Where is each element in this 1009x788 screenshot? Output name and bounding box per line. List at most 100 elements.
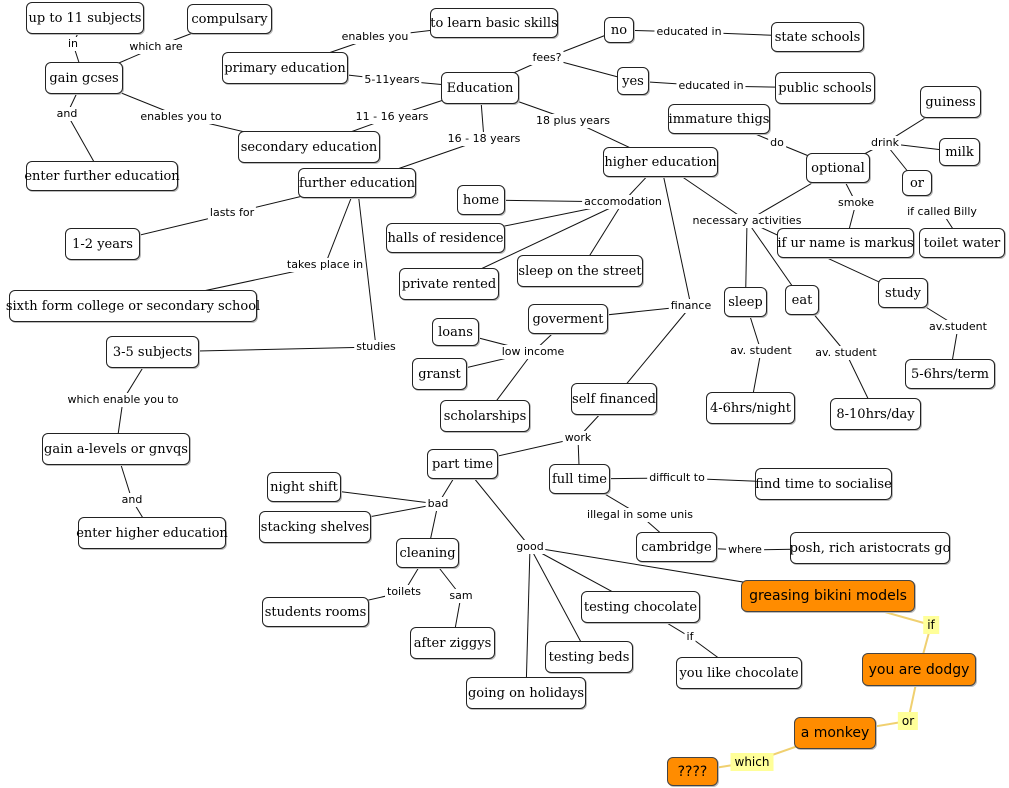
- concept-node-goverment[interactable]: goverment: [528, 304, 608, 334]
- concept-node-four-six[interactable]: 4-6hrs/night: [706, 392, 795, 424]
- link-label-lasts-for: lasts for: [207, 206, 257, 220]
- link-label-fees: fees?: [530, 51, 564, 65]
- concept-node-home[interactable]: home: [457, 185, 505, 215]
- concept-node-gain-gcses[interactable]: gain gcses: [45, 62, 123, 94]
- concept-node-no[interactable]: no: [604, 17, 634, 43]
- concept-node-halls[interactable]: halls of residence: [386, 223, 505, 253]
- concept-node-toilet-water[interactable]: toilet water: [919, 228, 1005, 258]
- concept-node-learn-basic[interactable]: to learn basic skills: [430, 8, 558, 38]
- concept-node-milk[interactable]: milk: [939, 138, 980, 166]
- concept-node-scholarships[interactable]: scholarships: [440, 400, 530, 432]
- concept-node-or-node[interactable]: or: [902, 170, 932, 196]
- concept-node-five-six[interactable]: 5-6hrs/term: [905, 359, 995, 389]
- concept-node-monkey[interactable]: a monkey: [794, 717, 876, 749]
- link-label-good: good: [514, 540, 546, 554]
- concept-node-enter-higher[interactable]: enter higher education: [76, 517, 228, 549]
- concept-node-one-two-years[interactable]: 1-2 years: [65, 228, 140, 260]
- concept-node-testing-beds[interactable]: testing beds: [545, 641, 633, 673]
- link-label-toilets: toilets: [385, 585, 423, 599]
- concept-node-education[interactable]: Education: [441, 72, 519, 104]
- concept-node-find-time[interactable]: find time to socialise: [755, 468, 892, 500]
- link-label-five-eleven: 5-11years: [362, 73, 422, 87]
- concept-node-higher[interactable]: higher education: [603, 147, 718, 177]
- link-label-takes-place: takes place in: [284, 258, 366, 272]
- link-label-finance: finance: [668, 299, 714, 313]
- link-label-which-enable: which enable you to: [65, 393, 181, 407]
- concept-node-state-schools[interactable]: state schools: [771, 22, 864, 52]
- concept-node-part-time[interactable]: part time: [427, 449, 498, 479]
- concept-node-cambridge[interactable]: cambridge: [636, 532, 717, 562]
- concept-node-students-rooms[interactable]: students rooms: [262, 597, 369, 627]
- concept-node-enter-further[interactable]: enter further education: [24, 161, 180, 191]
- link-label-studies: studies: [354, 340, 398, 354]
- link-label-necessary: necessary activities: [690, 214, 804, 228]
- concept-node-study[interactable]: study: [878, 278, 928, 308]
- concept-node-stacking[interactable]: stacking shelves: [259, 511, 371, 543]
- link-label-eighteen-plus: 18 plus years: [533, 114, 613, 128]
- link-label-where: where: [726, 543, 764, 557]
- link-label-in: in: [65, 37, 81, 51]
- link-label-or-label: or: [897, 712, 919, 730]
- concept-node-secondary[interactable]: secondary education: [238, 131, 380, 163]
- link-label-educated-in-1: educated in: [654, 25, 724, 39]
- concept-node-compulsary[interactable]: compulsary: [187, 4, 272, 34]
- concept-node-granst[interactable]: granst: [412, 358, 467, 390]
- concept-node-full-time[interactable]: full time: [549, 464, 610, 494]
- link-label-work: work: [562, 431, 594, 445]
- concept-node-eat[interactable]: eat: [785, 285, 819, 315]
- link-label-difficult-to: difficult to: [647, 471, 707, 485]
- concept-node-three-five[interactable]: 3-5 subjects: [106, 336, 199, 368]
- link-label-low-income: low income: [499, 345, 567, 359]
- concept-node-immature[interactable]: immature thigs: [668, 104, 770, 134]
- link-label-which-label: which: [730, 753, 774, 771]
- concept-node-testing-choc[interactable]: testing chocolate: [581, 591, 700, 623]
- concept-node-sleep[interactable]: sleep: [724, 287, 767, 317]
- concept-node-greasing[interactable]: greasing bikini models: [741, 580, 915, 612]
- link-label-sixteen-eighteen: 16 - 18 years: [445, 132, 523, 146]
- concept-node-further[interactable]: further education: [298, 168, 416, 198]
- concept-node-guiness[interactable]: guiness: [920, 86, 981, 118]
- link-label-educated-in-2: educated in: [676, 79, 746, 93]
- link-label-and-1: and: [54, 107, 80, 121]
- concept-node-qqqq[interactable]: ????: [667, 757, 718, 786]
- concept-node-optional[interactable]: optional: [806, 153, 870, 183]
- concept-node-eight-ten[interactable]: 8-10hrs/day: [830, 398, 921, 430]
- concept-node-sixth-form[interactable]: sixth form college or secondary school: [6, 290, 260, 322]
- concept-node-markus[interactable]: if ur name is markus: [777, 228, 914, 258]
- link-label-av-student-3: av. student: [813, 346, 879, 360]
- concept-node-self-financed[interactable]: self financed: [571, 383, 657, 415]
- concept-node-loans[interactable]: loans: [432, 318, 479, 346]
- link-label-enables-you: enables you: [339, 30, 411, 44]
- concept-node-gain-alevels[interactable]: gain a-levels or gnvqs: [42, 433, 190, 465]
- link-label-bad: bad: [425, 497, 451, 511]
- concept-node-private-rented[interactable]: private rented: [399, 268, 499, 300]
- link-label-illegal: illegal in some unis: [585, 508, 695, 522]
- link-label-do: do: [768, 136, 786, 150]
- link-label-smoke: smoke: [836, 196, 876, 210]
- concept-node-yes[interactable]: yes: [617, 67, 649, 95]
- concept-node-primary[interactable]: primary education: [222, 52, 348, 84]
- link-label-if-2: if: [684, 630, 696, 644]
- connector-line: [529, 546, 590, 658]
- concept-node-up-to-11[interactable]: up to 11 subjects: [26, 2, 144, 34]
- link-label-drink: drink: [869, 136, 901, 150]
- link-label-av-student-1: av.student: [927, 320, 989, 334]
- concept-node-posh[interactable]: posh, rich aristocrats go: [790, 532, 950, 564]
- concept-node-public-schools[interactable]: public schools: [775, 72, 875, 104]
- link-label-sam: sam: [447, 589, 475, 603]
- link-label-eleven-sixteen: 11 - 16 years: [353, 110, 431, 124]
- link-label-av-student-2: av. student: [728, 344, 794, 358]
- link-label-accomodation: accomodation: [582, 195, 664, 209]
- connector-line: [356, 182, 377, 348]
- concept-node-after-ziggys[interactable]: after ziggys: [410, 627, 495, 659]
- concept-node-you-like-choc[interactable]: you like chocolate: [676, 657, 802, 689]
- concept-node-dodgy[interactable]: you are dodgy: [862, 653, 976, 686]
- concept-node-holidays[interactable]: going on holidays: [466, 677, 586, 709]
- concept-node-sleep-street[interactable]: sleep on the street: [517, 255, 643, 287]
- concept-node-night-shift[interactable]: night shift: [267, 472, 341, 502]
- link-label-enables-you-to: enables you to: [138, 110, 224, 124]
- link-label-if-1: if: [923, 616, 939, 634]
- concept-node-cleaning[interactable]: cleaning: [396, 538, 459, 568]
- connector-line: [525, 546, 531, 694]
